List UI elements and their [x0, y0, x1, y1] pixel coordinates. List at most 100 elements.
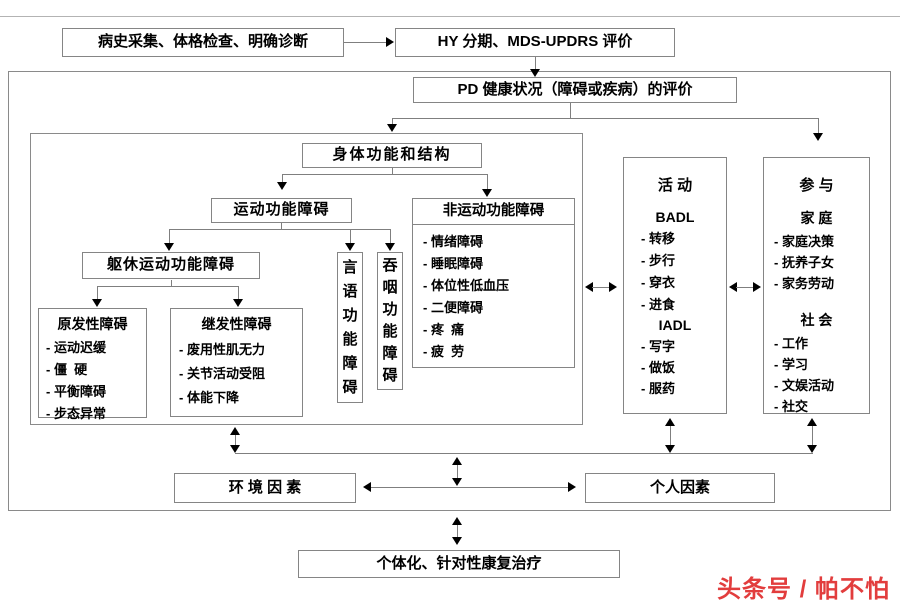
top-rule — [0, 16, 900, 17]
outer-frame — [8, 71, 891, 511]
swallow-impairment-box: 吞咽功能障碍 — [377, 252, 403, 390]
box-title: 非运动功能障碍 — [413, 199, 574, 225]
arrowhead-down — [345, 243, 355, 251]
connector-line — [392, 168, 393, 174]
arrowhead-right — [753, 282, 761, 292]
box-title: 参 与 — [799, 177, 834, 194]
list-item: - 疼 痛 — [423, 322, 465, 337]
connector-line — [392, 118, 393, 125]
list-item: - 运动迟缓 — [46, 340, 106, 355]
list-item: - 情绪障碍 — [423, 234, 483, 249]
connector-line — [238, 286, 239, 300]
arrowhead-up — [665, 418, 675, 426]
list-item: - 文娱活动 — [774, 378, 834, 393]
secondary-impairment-box: 继发性障碍 - 废用性肌无力 - 关节活动受阻 - 体能下降 — [170, 308, 303, 417]
connector-line — [171, 280, 172, 286]
arrowhead-left — [363, 482, 371, 492]
connector-line — [390, 229, 391, 244]
connector-line — [169, 229, 170, 244]
arrowhead-down — [452, 478, 462, 486]
list-item: - 穿衣 — [641, 275, 675, 290]
arrowhead-down — [452, 537, 462, 545]
connector-line — [670, 426, 671, 445]
speech-impairment-box: 言语功能障碍 — [337, 252, 363, 403]
list-item: - 服药 — [641, 381, 675, 396]
pd-health-eval-box: PD 健康状况（障碍或疾病）的评价 — [413, 77, 737, 103]
box-title: 活 动 — [657, 177, 693, 194]
inner-frame — [30, 133, 583, 425]
connector-line — [812, 426, 813, 445]
connector-line — [371, 487, 569, 488]
connector-line — [282, 174, 488, 175]
list-item: - 步行 — [641, 253, 675, 268]
list-item: - 写字 — [641, 339, 675, 354]
arrowhead-right — [568, 482, 576, 492]
personal-factors-box: 个人因素 — [585, 473, 775, 503]
box-title: 继发性障碍 — [201, 316, 272, 332]
environment-factors-box: 环 境 因 素 — [174, 473, 356, 503]
connector-line — [350, 229, 351, 244]
arrowhead-down — [813, 133, 823, 141]
connector-line — [281, 223, 282, 229]
connector-line — [535, 57, 536, 70]
list-item: - 进食 — [641, 297, 675, 312]
arrowhead-down — [230, 445, 240, 453]
list-item: - 学习 — [774, 357, 808, 372]
participation-box: 参 与 家 庭 - 家庭决策 - 抚养子女 - 家务劳动 社 会 - 工作 - … — [763, 157, 870, 414]
iadl-label: IADL — [658, 317, 692, 333]
treatment-box: 个体化、针对性康复治疗 — [298, 550, 620, 578]
list-item: - 抚养子女 — [774, 255, 834, 270]
box-title: 原发性障碍 — [57, 316, 128, 332]
list-item: - 体位性低血压 — [423, 278, 509, 293]
family-label: 家 庭 — [800, 210, 833, 226]
hy-mds-updrs-box: HY 分期、MDS-UPDRS 评价 — [395, 28, 675, 57]
list-item: - 工作 — [774, 336, 808, 351]
connector-line — [818, 118, 819, 134]
history-exam-diagnosis-box: 病史采集、体格检查、明确诊断 — [62, 28, 344, 57]
connector-line — [457, 525, 458, 537]
arrowhead-right — [386, 37, 394, 47]
somatic-motor-impairment-box: 躯休运动功能障碍 — [82, 252, 260, 279]
arrowhead-up — [452, 517, 462, 525]
motor-impairment-box: 运动功能障碍 — [211, 198, 352, 223]
watermark: 头条号 / 帕不怕 — [716, 576, 890, 600]
arrowhead-down — [530, 69, 540, 77]
connector-line — [736, 287, 754, 288]
connector-line — [169, 229, 391, 230]
list-item: - 平衡障碍 — [46, 384, 106, 399]
arrowhead-down — [387, 124, 397, 132]
arrowhead-left — [729, 282, 737, 292]
arrowhead-right — [609, 282, 617, 292]
badl-label: BADL — [655, 209, 695, 225]
list-item: - 转移 — [641, 231, 675, 246]
arrowhead-down — [277, 182, 287, 190]
list-item: - 步态异常 — [46, 406, 106, 421]
list-item: - 家庭决策 — [774, 234, 834, 249]
connector-line — [592, 287, 610, 288]
arrowhead-down — [164, 243, 174, 251]
list-item: - 废用性肌无力 — [179, 342, 265, 357]
connector-line — [487, 174, 488, 190]
connector-line — [344, 42, 386, 43]
arrowhead-left — [585, 282, 593, 292]
arrowhead-up — [807, 418, 817, 426]
list-item: - 睡眠障碍 — [423, 256, 483, 271]
list-item: - 二便障碍 — [423, 300, 483, 315]
list-item: - 家务劳动 — [774, 276, 834, 291]
connector-line — [235, 453, 813, 454]
arrowhead-down — [92, 299, 102, 307]
primary-impairment-box: 原发性障碍 - 运动迟缓 - 僵 硬 - 平衡障碍 - 步态异常 — [38, 308, 147, 421]
nonmotor-impairment-box: 非运动功能障碍 - 情绪障碍 - 睡眠障碍 - 体位性低血压 - 二便障碍 - … — [412, 198, 575, 368]
list-item: - 体能下降 — [179, 390, 239, 405]
social-label: 社 会 — [800, 312, 833, 328]
connector-line — [97, 286, 239, 287]
connector-line — [282, 174, 283, 183]
connector-line — [457, 465, 458, 478]
connector-line — [235, 435, 236, 445]
arrowhead-down — [665, 445, 675, 453]
activity-box: 活 动 BADL - 转移 - 步行 - 穿衣 - 进食 IADL - 写字 -… — [623, 157, 727, 414]
connector-line — [392, 118, 819, 119]
body-function-structure-box: 身体功能和结构 — [302, 143, 482, 168]
arrowhead-up — [230, 427, 240, 435]
